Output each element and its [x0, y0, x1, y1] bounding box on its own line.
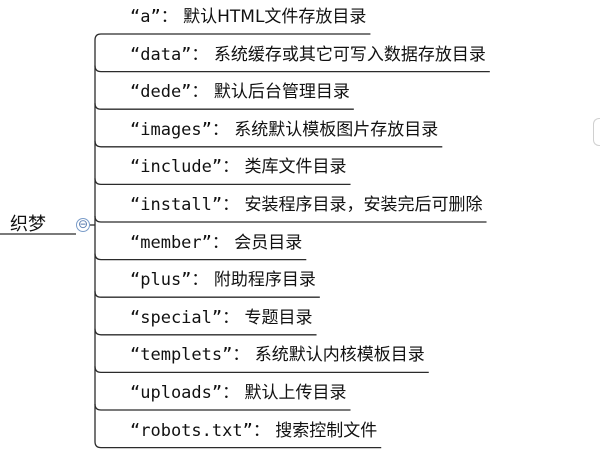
directory-description: 专题目录 [239, 307, 313, 328]
branch-joint [94, 366, 102, 374]
branch-spine [94, 33, 102, 449]
directory-name: “uploads”： [130, 383, 240, 403]
directory-description: 默认上传目录 [239, 383, 347, 403]
offscreen-node-edge [593, 118, 600, 146]
branch-node[interactable]: “a”： 默认HTML文件存放目录 [130, 4, 366, 30]
branch-node[interactable]: “images”： 系统默认模板图片存放目录 [130, 117, 438, 143]
directory-description: 附助程序目录 [208, 270, 316, 291]
branch-joint [94, 328, 102, 336]
branch-joint [94, 253, 102, 261]
branch-joint [94, 103, 102, 110]
directory-description: 类库文件目录 [239, 157, 347, 178]
branch-node[interactable]: “include”： 类库文件目录 [130, 154, 347, 180]
branch-node[interactable]: “plus”： 附助程序目录 [130, 267, 316, 293]
directory-name: “data”： [130, 44, 209, 65]
directory-name: “robots.txt”： [130, 420, 270, 441]
branch-joint [94, 178, 102, 186]
branch-joint [94, 291, 102, 298]
directory-description: 会员目录 [228, 232, 303, 253]
directory-description: 搜索控制文件 [269, 420, 378, 441]
directory-name: “member”： [130, 232, 229, 253]
directory-name: “a”： [130, 7, 178, 27]
directory-description: 默认后台管理目录 [208, 82, 350, 103]
collapse-toggle-icon[interactable]: ⊖ [76, 217, 90, 232]
branch-node[interactable]: “special”： 专题目录 [130, 305, 313, 331]
directory-name: “templets”： [130, 345, 250, 366]
branch-node[interactable]: “dede”： 默认后台管理目录 [130, 79, 350, 105]
branch-node[interactable]: “uploads”： 默认上传目录 [130, 380, 347, 406]
directory-name: “special”： [130, 307, 240, 328]
directory-description: 系统缓存或其它可写入数据存放目录 [208, 44, 486, 65]
branch-joint [94, 140, 102, 148]
branch-joint [94, 215, 102, 223]
branch-joint [94, 403, 102, 411]
directory-description: 默认HTML文件存放目录 [177, 7, 367, 27]
branch-node[interactable]: “install”： 安装程序目录，安装完后可删除 [130, 192, 483, 218]
branch-joint [94, 65, 102, 73]
branch-node[interactable]: “templets”： 系统默认内核模板目录 [130, 342, 425, 368]
directory-name: “dede”： [130, 82, 209, 103]
branch-node[interactable]: “member”： 会员目录 [130, 230, 302, 256]
directory-name: “plus”： [130, 270, 209, 291]
directory-description: 安装程序目录，安装完后可删除 [239, 195, 483, 215]
directory-name: “include”： [130, 157, 240, 178]
directory-name: “install”： [130, 195, 240, 215]
directory-description: 系统默认内核模板目录 [249, 345, 425, 366]
branch-node[interactable]: “robots.txt”： 搜索控制文件 [130, 418, 377, 444]
directory-description: 系统默认模板图片存放目录 [228, 119, 439, 140]
directory-name: “images”： [130, 119, 229, 140]
root-node-label[interactable]: 织梦 [10, 214, 46, 235]
branch-node[interactable]: “data”： 系统缓存或其它可写入数据存放目录 [130, 42, 486, 68]
